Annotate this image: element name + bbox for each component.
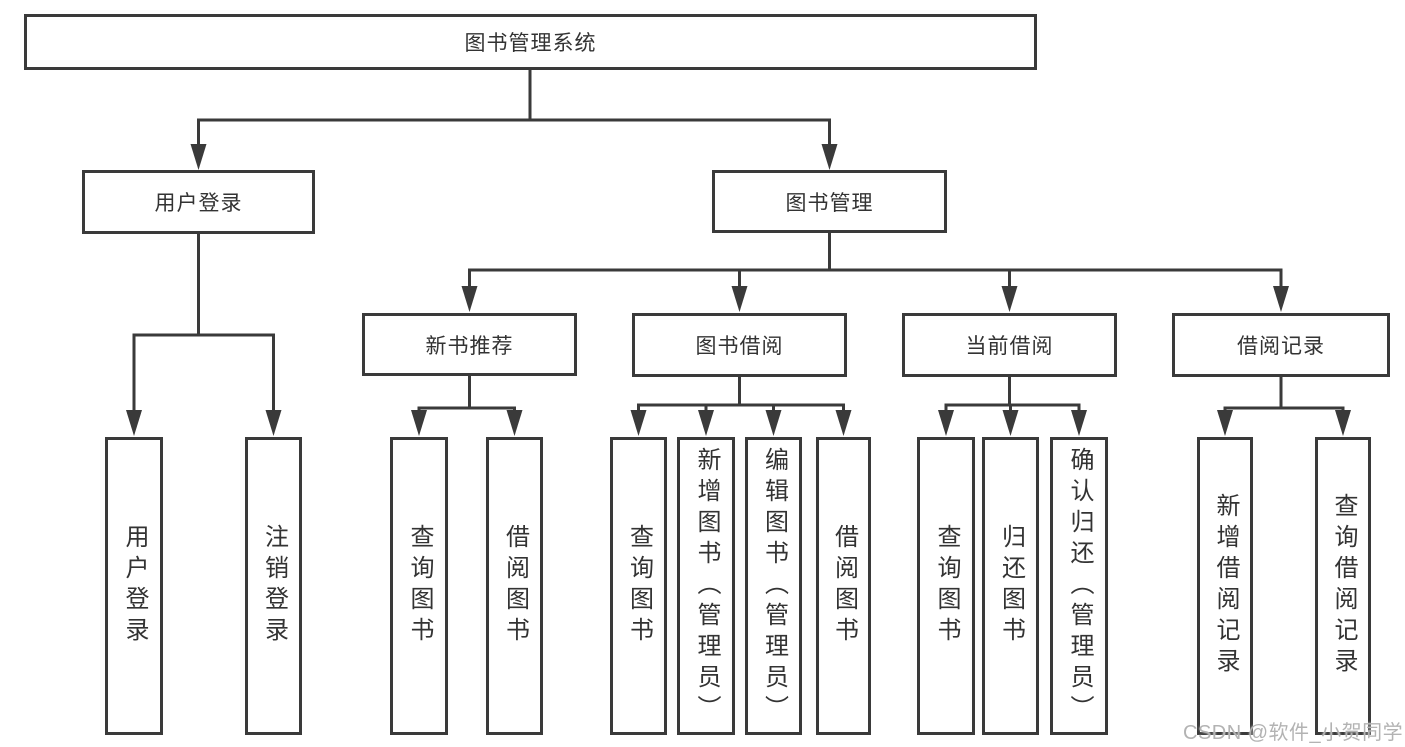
node-borrowing-records: 借阅记录: [1172, 313, 1390, 377]
leaf-logout: 注销登录: [245, 437, 302, 735]
node-label: 图书管理系统: [464, 32, 597, 55]
leaf-borrow-borrow-books: 借阅图书: [816, 437, 871, 735]
leaf-current-confirm-return-admin: 确认归还（管理员）: [1050, 437, 1108, 735]
csdn-watermark: CSDN @软件_小贺同学: [1183, 722, 1404, 744]
node-label: 归还图书: [997, 524, 1025, 648]
arrowheads: [126, 144, 1351, 436]
leaf-user-login: 用户登录: [105, 437, 163, 735]
node-label: 借阅记录: [1237, 335, 1325, 358]
node-label: 新书推荐: [425, 334, 514, 358]
node-book-borrowing: 图书借阅: [632, 313, 847, 377]
leaf-borrow-query-books: 查询图书: [610, 437, 667, 735]
leaf-records-add-borrow-record: 新增借阅记录: [1197, 437, 1253, 735]
node-label: 图书借阅: [695, 335, 784, 358]
leaf-newbook-borrow-books: 借阅图书: [486, 437, 543, 735]
node-label: 编辑图书（管理员）: [760, 446, 788, 726]
node-label: 用户登录: [154, 192, 243, 215]
leaf-current-query-books: 查询图书: [917, 437, 975, 735]
leaf-borrow-add-books-admin: 新增图书（管理员）: [677, 437, 735, 735]
node-current-borrowing: 当前借阅: [902, 313, 1117, 377]
leaf-records-query-borrow-record: 查询借阅记录: [1315, 437, 1371, 735]
node-label: 借阅图书: [830, 524, 858, 648]
node-new-book-recommendation: 新书推荐: [362, 313, 577, 376]
leaf-current-return-books: 归还图书: [982, 437, 1039, 735]
node-user-login: 用户登录: [82, 170, 315, 234]
leaf-borrow-edit-books-admin: 编辑图书（管理员）: [745, 437, 802, 735]
leaf-newbook-query-books: 查询图书: [390, 437, 448, 735]
node-label: 查询图书: [933, 524, 960, 648]
node-label: 查询借阅记录: [1330, 493, 1357, 679]
node-label: 当前借阅: [965, 335, 1054, 358]
node-label: 查询图书: [406, 524, 433, 648]
node-label: 借阅图书: [501, 524, 529, 648]
node-label: 确认归还（管理员）: [1066, 446, 1093, 726]
node-label: 查询图书: [625, 524, 653, 648]
node-label: 用户登录: [121, 524, 148, 648]
node-label: 新增借阅记录: [1212, 493, 1239, 679]
node-label: 图书管理: [785, 191, 874, 215]
node-label: 注销登录: [260, 524, 288, 648]
node-label: 新增图书（管理员）: [693, 446, 720, 726]
node-library-management-system: 图书管理系统: [24, 14, 1037, 70]
node-book-management: 图书管理: [712, 170, 947, 233]
